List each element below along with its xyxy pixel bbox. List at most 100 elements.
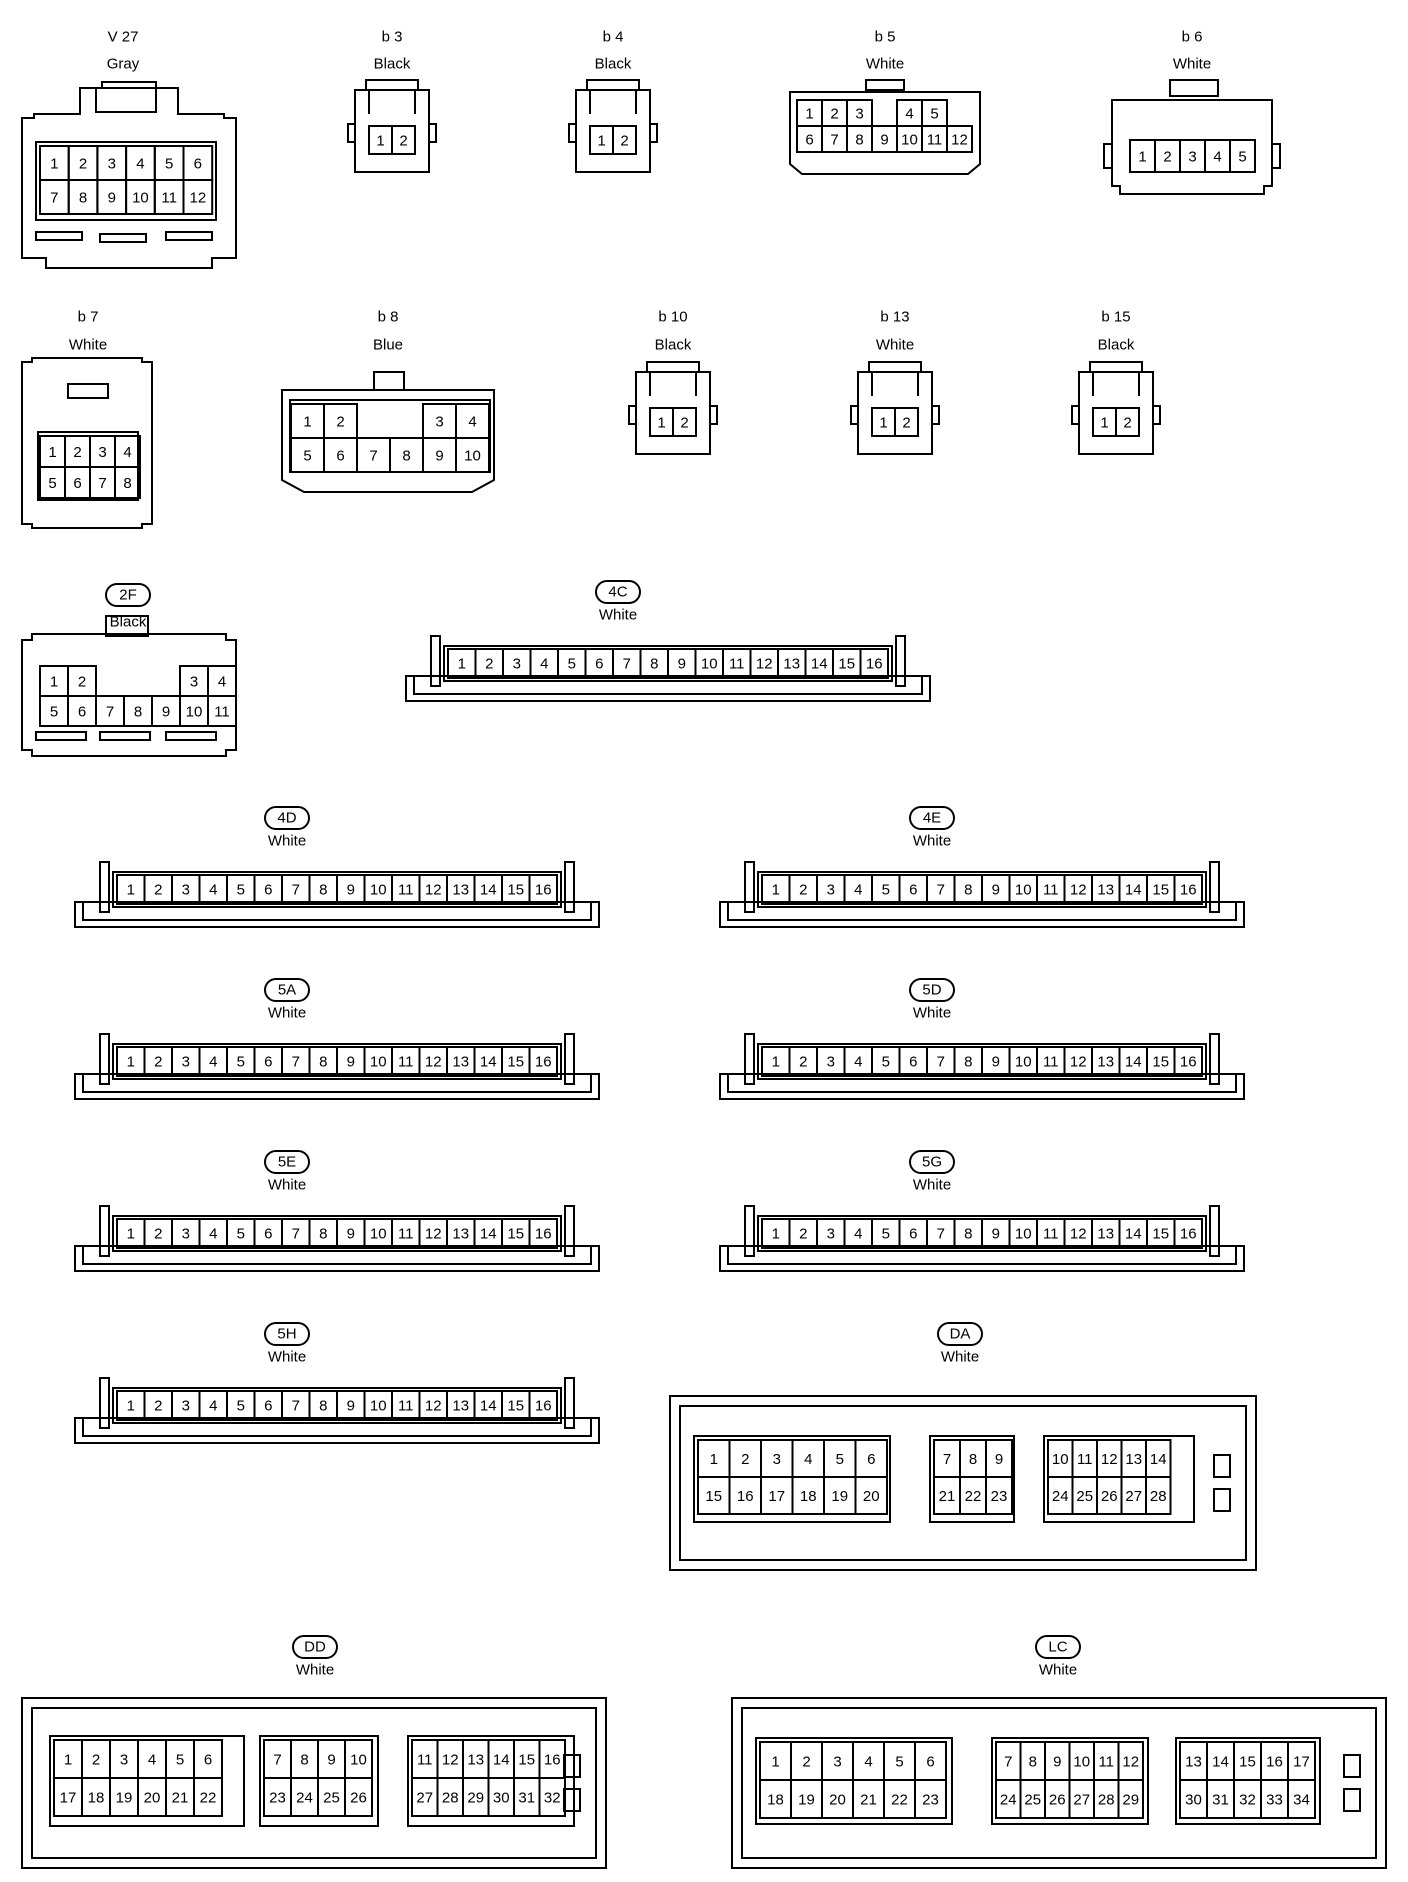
pin-number: 17 [1293,1754,1310,1771]
pin-number: 2 [154,1226,162,1243]
pin-number: 16 [1180,1054,1197,1071]
pin-number: 22 [965,1488,982,1505]
pin-number: 21 [939,1488,956,1505]
pin-number: 4 [218,674,226,691]
pin-number: 3 [182,1054,190,1071]
pin-number: 1 [597,133,605,150]
pin-number: 15 [705,1488,722,1505]
pin-number: 8 [300,1752,308,1769]
pin-cell [1117,1779,1144,1819]
pin-number: 10 [1015,1226,1032,1243]
pin-number: 12 [1070,1226,1087,1243]
pin-number: 4 [804,1451,812,1468]
pin-number: 5 [1238,149,1246,166]
pin-number: 16 [1180,882,1197,899]
pin-number: 4 [854,1226,862,1243]
pin-number: 28 [1150,1488,1167,1505]
pin-number: 5 [237,1226,245,1243]
pin-number: 2 [399,133,407,150]
pin-number: 19 [116,1790,133,1807]
pin-number: 14 [1212,1754,1229,1771]
pin-number: 4 [209,882,217,899]
pin-number: 15 [1152,882,1169,899]
pin-number: 6 [264,1054,272,1071]
pin-number: 5 [882,1054,890,1071]
connector-color-label: White [1039,1662,1077,1679]
pin-number: 2 [78,674,86,691]
pin-number: 9 [162,704,170,721]
pin-number: 6 [867,1451,875,1468]
pin-number: 16 [544,1752,561,1769]
pin-number: 1 [127,1054,135,1071]
connector-id-label: 5G [922,1154,942,1171]
connector-id-label: b 8 [378,309,399,326]
pin-cell [538,1777,566,1817]
pin-number: 10 [370,882,387,899]
pin-number: 23 [991,1488,1008,1505]
pin-number: 23 [269,1790,286,1807]
pin-number: 6 [204,1752,212,1769]
connector-color-label: Black [110,614,147,631]
pin-number: 8 [319,882,327,899]
pin-cell [193,1777,223,1817]
pin-number: 11 [1043,882,1059,899]
connector-color-label: White [876,337,914,354]
pin-number: 2 [154,882,162,899]
pin-number: 1 [50,156,58,173]
connector-id-label: b 5 [875,29,896,46]
connector-color-label: White [268,1177,306,1194]
pin-number: 6 [805,132,813,149]
pin-number: 6 [78,704,86,721]
pin-number: 20 [863,1488,880,1505]
pin-number: 15 [507,1226,524,1243]
pin-cell [1173,874,1203,905]
connector-color-label: White [941,1349,979,1366]
pin-number: 4 [854,1054,862,1071]
pin-number: 7 [98,475,106,492]
pin-number: 3 [1188,149,1196,166]
pin-number: 21 [860,1792,877,1809]
pin-number: 9 [995,1451,1003,1468]
pin-number: 24 [1000,1792,1017,1809]
pin-number: 17 [768,1488,785,1505]
pin-number: 2 [79,156,87,173]
pin-number: 8 [79,190,87,207]
connector-color-label: White [296,1662,334,1679]
pin-cell [391,125,416,155]
pin-number: 1 [50,674,58,691]
pin-number: 10 [370,1054,387,1071]
pin-number: 14 [480,1398,497,1415]
pin-number: 16 [737,1488,754,1505]
pin-number: 32 [1239,1792,1256,1809]
pin-cell [1115,407,1140,437]
pin-number: 7 [50,190,58,207]
pin-number: 1 [710,1451,718,1468]
connector-id-label: DD [304,1639,326,1656]
pin-number: 14 [493,1752,510,1769]
connector-id-label: 5A [278,982,296,999]
connector-id-oval [909,1150,955,1174]
pin-number: 9 [435,448,443,465]
pin-number: 2 [154,1054,162,1071]
pin-number: 7 [937,1054,945,1071]
pin-number: 10 [186,704,203,721]
pin-number: 5 [165,156,173,173]
pin-number: 11 [398,1398,414,1415]
connector-id-label: 5H [277,1326,296,1343]
pin-number: 27 [416,1790,433,1807]
pin-number: 9 [108,190,116,207]
pin-cell [946,125,973,153]
connector-color-label: White [599,607,637,624]
pin-number: 13 [1097,1054,1114,1071]
pin-number: 13 [783,656,800,673]
pin-number: 1 [772,882,780,899]
pin-number: 4 [540,656,548,673]
